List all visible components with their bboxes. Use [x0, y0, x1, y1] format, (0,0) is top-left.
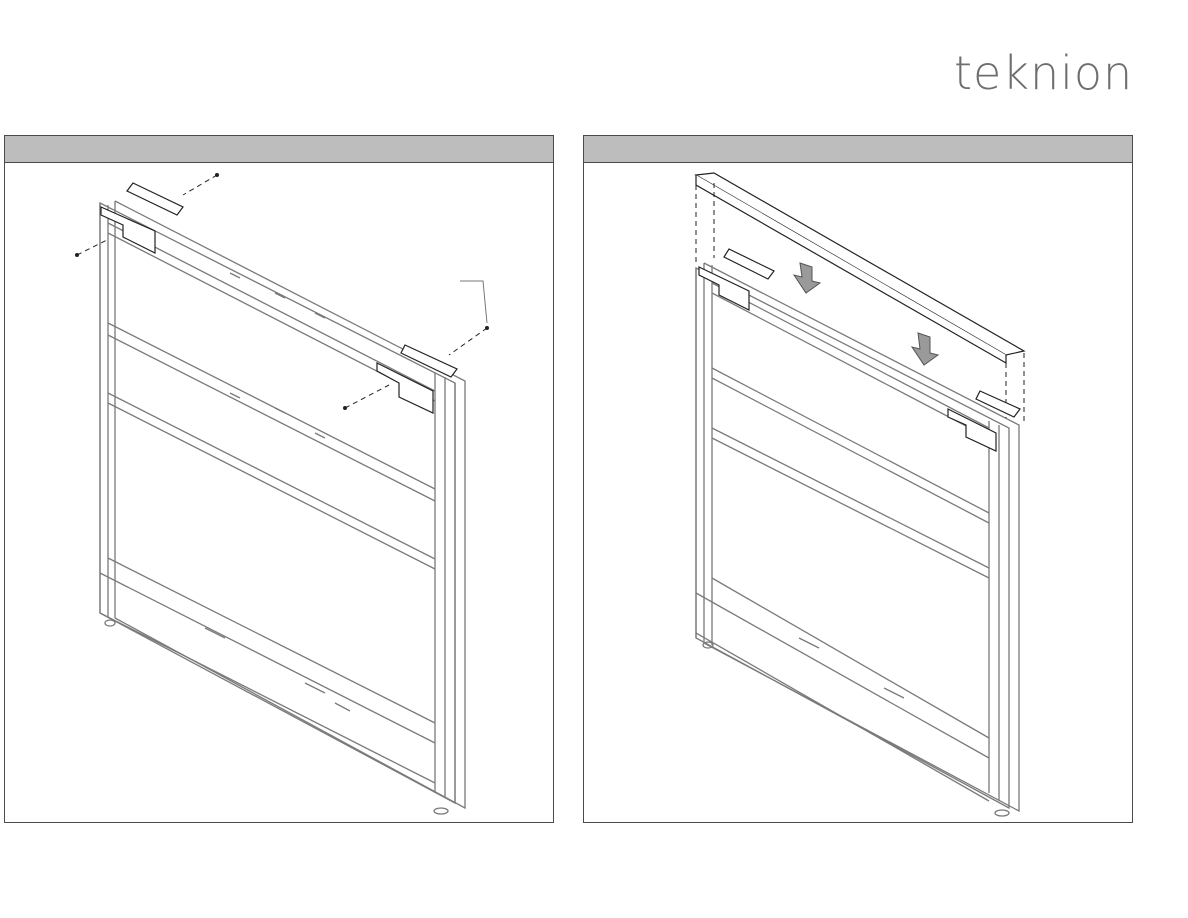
screw-icons — [75, 173, 489, 410]
panel-step-1 — [4, 135, 554, 823]
panel-header-step-1 — [5, 136, 553, 163]
panel-step-2 — [583, 135, 1133, 823]
panel-header-step-2 — [584, 136, 1132, 163]
bracket-top-left — [101, 183, 183, 253]
frame-bracket-illustration — [5, 163, 553, 822]
teknion-logo: teknion — [954, 50, 1133, 96]
frame-cap-illustration — [584, 163, 1132, 822]
